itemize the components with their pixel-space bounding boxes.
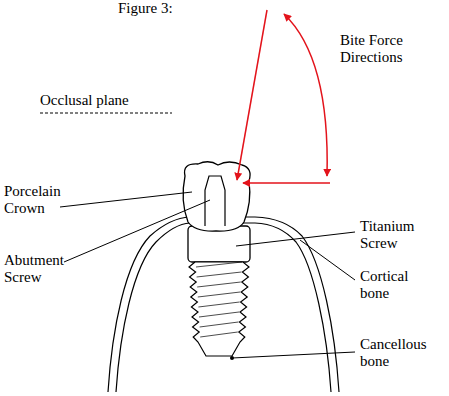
part-label: Cancellous bone	[360, 336, 442, 371]
thread-line	[197, 282, 241, 287]
vertical-force-arrow	[237, 10, 267, 180]
leader-line	[232, 352, 355, 358]
screw-threads	[189, 262, 249, 356]
occlusal-plane-line	[40, 113, 172, 114]
part-label: Cortical bone	[360, 268, 432, 303]
thread-line	[198, 292, 240, 297]
horizontal-force-arrow	[243, 182, 330, 184]
leader-line	[300, 240, 355, 280]
thread-line	[200, 332, 238, 337]
thread-line	[198, 302, 239, 307]
part-label: Abutment Screw	[4, 252, 76, 287]
thread-line	[199, 312, 239, 317]
part-label: Titanium Screw	[360, 218, 436, 253]
thread-line	[200, 322, 239, 327]
cortical-bone-inner	[116, 223, 331, 392]
thread-line	[197, 272, 242, 277]
leader-dot	[230, 356, 234, 360]
screw-body	[189, 262, 249, 356]
force-range-arc	[284, 14, 327, 176]
thread-line	[196, 262, 242, 267]
plane-label: Occlusal plane	[40, 92, 129, 109]
part-label: Porcelain Crown	[4, 183, 74, 218]
leader-line	[64, 200, 210, 262]
force-label: Bite Force Directions	[340, 32, 422, 67]
leader-line	[236, 232, 355, 246]
figure-title: Figure 3:	[118, 0, 173, 17]
porcelain-crown	[183, 162, 250, 231]
leader-line	[60, 192, 192, 207]
